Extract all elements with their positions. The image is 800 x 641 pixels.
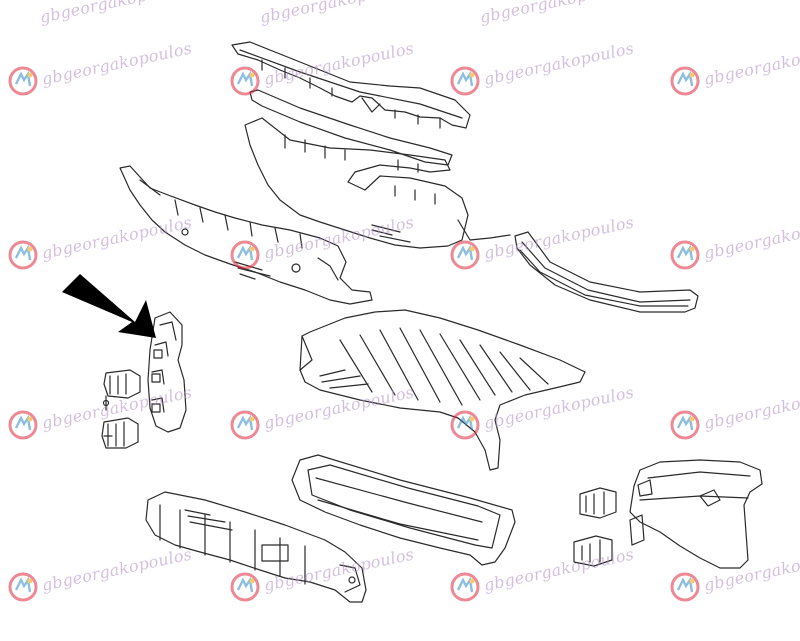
watermark: gbgeorgakopoulos [450, 382, 636, 442]
watermark: gbgeorgakopoulos [450, 544, 636, 604]
brand-logo-icon [450, 66, 480, 96]
rear-crossmember-part [145, 491, 367, 603]
watermark-text: gbgeorgakopoulos [258, 0, 412, 27]
watermark: gbgeorgakopoulos [230, 38, 416, 98]
tray-frame-part [291, 454, 516, 566]
brand-logo-icon [670, 410, 700, 440]
watermark: gbgeorgakopoulos [450, 38, 636, 98]
watermark: gbgeorgakopoulos [8, 382, 194, 442]
watermark: gbgeorgakopoulos [450, 212, 636, 272]
watermark-text: gbgeorgakopoulos [38, 0, 192, 27]
watermark: gbgeorgakopoulos [258, 0, 420, 36]
brand-logo-icon [8, 240, 38, 270]
brand-logo-icon [230, 66, 260, 96]
floor-pan-part [299, 309, 586, 471]
fastener-clip-part [573, 487, 617, 567]
firewall-panel-part [244, 89, 511, 249]
watermark: gbgeorgakopoulos [8, 212, 194, 272]
watermark: gbgeorgakopoulos [8, 38, 194, 98]
clip-upper-part [102, 369, 141, 411]
brand-logo-icon [450, 572, 480, 602]
clip-lower-part [101, 417, 139, 449]
pillar-bracket-part [147, 311, 187, 433]
watermark: gbgeorgakopoulos [478, 0, 640, 36]
watermark: gbgeorgakopoulos [670, 544, 800, 604]
brand-logo-icon [670, 240, 700, 270]
watermark-text: gbgeorgakopoulos [478, 0, 632, 27]
side-step-trim-part [514, 231, 699, 313]
watermark: gbgeorgakopoulos [670, 38, 800, 98]
brand-logo-icon [8, 410, 38, 440]
watermark: gbgeorgakopoulos [8, 544, 194, 604]
brand-logo-icon [230, 240, 260, 270]
brand-logo-icon [8, 66, 38, 96]
brand-logo-icon [450, 410, 480, 440]
brand-logo-icon [670, 572, 700, 602]
side-duct-part [629, 459, 763, 569]
brand-logo-icon [670, 66, 700, 96]
brand-logo-icon [450, 240, 480, 270]
watermark: gbgeorgakopoulos [230, 544, 416, 604]
watermark: gbgeorgakopoulos [38, 0, 200, 36]
watermark: gbgeorgakopoulos [230, 382, 416, 442]
brand-logo-icon [8, 572, 38, 602]
front-upper-crossmember-part [231, 41, 471, 129]
watermark: gbgeorgakopoulos [230, 212, 416, 272]
brand-logo-icon [230, 572, 260, 602]
watermark: gbgeorgakopoulos [670, 382, 800, 442]
watermark: gbgeorgakopoulos [670, 212, 800, 272]
brand-logo-icon [230, 410, 260, 440]
pointer-arrow-icon [62, 274, 156, 338]
